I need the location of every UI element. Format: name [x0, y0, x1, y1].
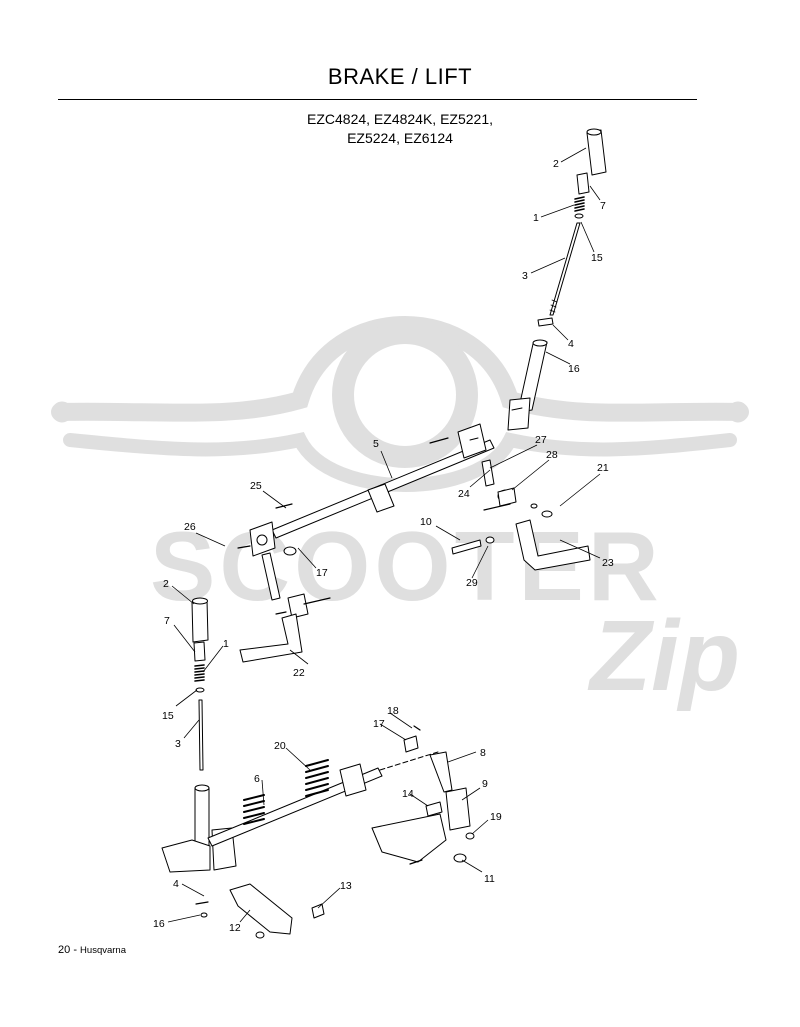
upper-bushing	[576, 172, 590, 195]
callout-25: 25	[250, 480, 262, 492]
callout-23: 23	[602, 557, 614, 569]
lower-tube	[194, 787, 210, 851]
pedal-left	[239, 613, 303, 663]
shaft-arm-left	[249, 521, 276, 557]
callout-15-lower: 15	[162, 710, 174, 722]
bracket-9	[445, 787, 471, 831]
shaft-arm-center	[367, 483, 395, 513]
callout-7-lower: 7	[164, 615, 170, 627]
callout-7: 7	[600, 200, 606, 212]
page-footer: 20 - Husqvarna	[58, 944, 126, 956]
shaft-end-bracket	[457, 423, 487, 459]
upper-handle-group	[507, 128, 607, 431]
link-11	[371, 813, 447, 863]
page-number: 20	[58, 944, 71, 956]
model-line-2: EZ5224, EZ6124	[347, 130, 453, 146]
pivot-hardware	[429, 437, 553, 555]
lower-rod	[198, 699, 204, 771]
callout-12: 12	[229, 922, 241, 934]
callout-20: 20	[274, 740, 286, 752]
callout-2: 2	[553, 158, 559, 170]
callout-17: 17	[316, 567, 328, 579]
link-12	[229, 883, 293, 935]
callout-27: 27	[535, 434, 547, 446]
upper-spring	[574, 196, 585, 212]
callout-24: 24	[458, 488, 470, 500]
callout-4: 4	[568, 338, 574, 350]
lift-shaft-group	[207, 725, 439, 847]
callout-16: 16	[568, 363, 580, 375]
callout-8: 8	[480, 747, 486, 759]
lower-link-group	[229, 883, 325, 939]
callout-2-lower: 2	[163, 578, 169, 590]
watermark-logo	[51, 316, 749, 492]
upper-bracket	[507, 397, 531, 431]
model-line-1: EZC4824, EZ4824K, EZ5221,	[307, 111, 493, 127]
callout-4-lower: 4	[173, 878, 179, 890]
callout-labels: 2 7 1 15 3 4 16 5 27 28 21 24 25 26 10 1…	[153, 158, 614, 934]
callout-6: 6	[254, 773, 260, 785]
callout-3: 3	[522, 270, 528, 282]
lift-dash-line	[379, 751, 439, 771]
bolt-13	[311, 903, 325, 919]
pedal-left-group	[237, 503, 331, 663]
lower-bracket	[161, 839, 211, 873]
model-list: EZC4824, EZ4824K, EZ5221, EZ5224, EZ6124	[0, 110, 800, 148]
lift-lever-group	[371, 751, 475, 865]
callout-18: 18	[387, 705, 399, 717]
callout-3-lower: 3	[175, 738, 181, 750]
callout-28: 28	[546, 449, 558, 461]
callout-22: 22	[293, 667, 305, 679]
callout-1-lower: 1	[223, 638, 229, 650]
parts-lineart	[161, 128, 607, 939]
upper-handle-grip	[586, 129, 607, 176]
upper-pin	[537, 317, 554, 327]
lower-handle-grip	[191, 599, 209, 643]
callout-21: 21	[597, 462, 609, 474]
callout-5: 5	[373, 438, 379, 450]
lower-bushing	[193, 641, 206, 662]
callout-14: 14	[402, 788, 414, 800]
title-rule	[58, 99, 697, 100]
leader-lines	[167, 147, 601, 923]
callout-1: 1	[533, 212, 539, 224]
callout-26: 26	[184, 521, 196, 533]
callout-16-lower: 16	[153, 918, 165, 930]
callout-11: 11	[484, 873, 495, 885]
watermark-script: Zip	[587, 600, 740, 712]
callout-10: 10	[420, 516, 432, 528]
upper-washer	[574, 213, 584, 219]
page-title: BRAKE / LIFT	[327, 64, 473, 89]
watermark-word: SCOOTER	[150, 511, 663, 621]
lower-washer	[195, 687, 205, 693]
brake-shaft-group	[249, 423, 495, 557]
footer-separator: -	[73, 944, 81, 956]
callout-9: 9	[482, 778, 488, 790]
footer-brand: Husqvarna	[80, 945, 126, 956]
lift-arm	[339, 763, 367, 797]
callout-19: 19	[490, 811, 502, 823]
callout-29: 29	[466, 577, 478, 589]
lift-spring-left	[243, 794, 265, 825]
watermark: SCOOTER Zip	[51, 316, 749, 712]
lift-spring-20	[305, 759, 329, 797]
lever-8	[429, 751, 453, 793]
lower-spring	[194, 664, 205, 682]
callout-13: 13	[340, 880, 352, 892]
bolt-14	[425, 801, 443, 817]
lower-handle-group	[161, 597, 237, 918]
left-link	[261, 552, 281, 601]
upper-rod	[549, 222, 581, 316]
callout-15: 15	[591, 252, 603, 264]
callout-17-lower: 17	[373, 718, 385, 730]
upper-rod-thread	[549, 299, 558, 313]
